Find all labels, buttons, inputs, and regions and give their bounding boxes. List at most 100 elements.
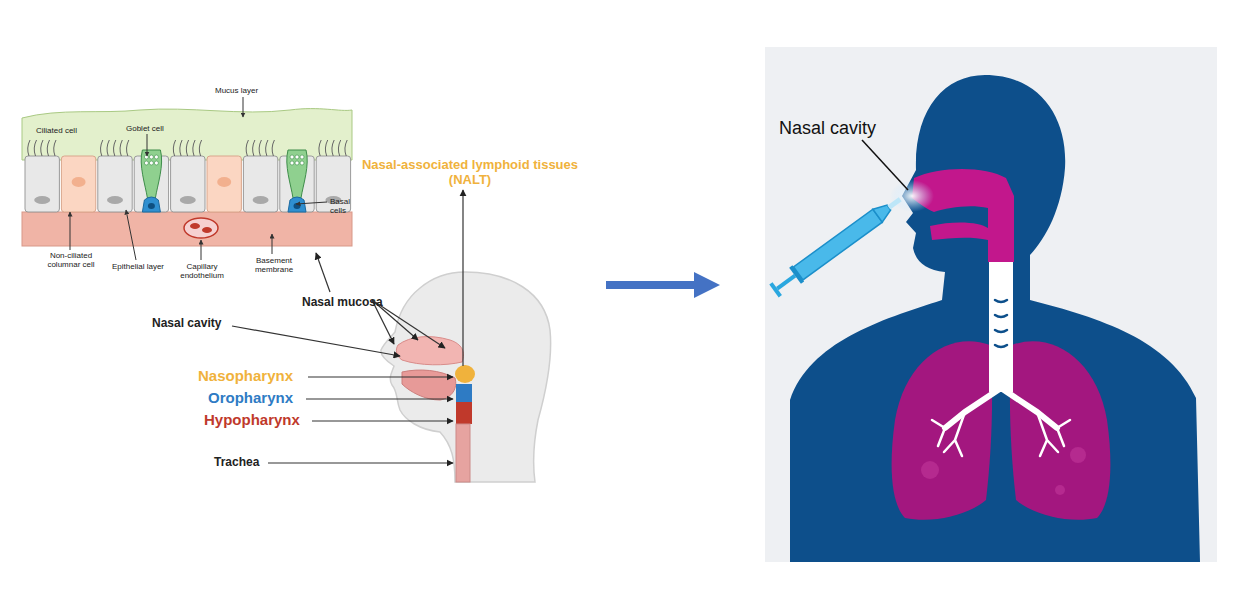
- right-lung: [1010, 341, 1110, 520]
- bronchiole: [932, 412, 965, 456]
- cilium: [127, 140, 129, 156]
- mucin-granule: [144, 155, 148, 159]
- transition-arrow: [606, 272, 720, 298]
- trachea-ring: [995, 300, 1007, 302]
- cilium: [41, 140, 43, 156]
- cell-label: Non-ciliated columnar cell: [40, 251, 102, 269]
- ciliated-cell: [25, 156, 59, 212]
- ciliated-cell: [243, 156, 277, 212]
- lung-spot: [1070, 447, 1086, 463]
- bronchioles: [932, 412, 1070, 456]
- mucin-granule: [290, 155, 294, 159]
- region-label: Trachea: [214, 456, 294, 470]
- plunger-rod: [776, 274, 796, 290]
- lung-spot: [921, 461, 939, 479]
- cilium: [332, 140, 334, 156]
- columnar-cell: [61, 156, 95, 212]
- mucin-granule: [154, 161, 158, 165]
- mucus-layer-label: Mucus layer: [215, 86, 285, 95]
- ciliated-cell: [171, 156, 205, 212]
- cilium: [319, 140, 321, 156]
- columnar-cell: [207, 156, 241, 212]
- goblet-cell: [287, 150, 307, 198]
- cell-nucleus: [72, 177, 86, 187]
- cilium: [101, 140, 103, 156]
- oral-cavity: [402, 370, 456, 400]
- leader-line: [462, 190, 463, 366]
- cilium: [47, 140, 49, 156]
- cilium: [107, 140, 109, 156]
- leader-line: [243, 97, 244, 117]
- spray-glow: [890, 180, 934, 212]
- oral-airway: [930, 222, 988, 240]
- nasal-syringe: [768, 191, 906, 299]
- tissue-label: Capillary endothelium: [176, 262, 228, 280]
- cell-label: Ciliated cell: [36, 126, 96, 135]
- leader-line: [296, 202, 327, 204]
- bronchus: [1001, 388, 1057, 428]
- mucin-granule: [149, 161, 153, 165]
- red-blood-cell: [190, 223, 200, 229]
- trachea-rings: [995, 300, 1007, 347]
- mucin-granule: [149, 155, 153, 159]
- leader-line: [126, 210, 136, 260]
- spray-nozzle: [887, 197, 901, 209]
- goblet-cell: [141, 150, 161, 198]
- cilium: [345, 140, 347, 156]
- red-blood-cell: [202, 227, 212, 233]
- layer-label: Epithelial layer: [112, 262, 182, 271]
- capillary: [184, 218, 218, 238]
- trachea-ring: [995, 315, 1007, 317]
- pharynx-label: Oropharynx: [208, 389, 328, 406]
- oropharynx-region: [456, 384, 472, 402]
- leader-line: [306, 398, 453, 399]
- basal-cell: [288, 197, 306, 212]
- epithelial-cells: [25, 140, 351, 212]
- region-label: Nasal mucosa: [302, 296, 402, 310]
- mucin-granule: [144, 161, 148, 165]
- nasal-cavity-shape: [396, 337, 463, 365]
- cell-nucleus: [148, 203, 155, 209]
- cilium: [34, 140, 36, 156]
- leader-line: [147, 134, 148, 156]
- cell-label: Basal cells: [330, 197, 360, 215]
- pharynx-label: Nasopharynx: [198, 367, 318, 384]
- cilium: [338, 140, 340, 156]
- basal-cell: [142, 197, 160, 212]
- trachea: [989, 262, 1013, 392]
- left-lung: [892, 341, 992, 520]
- leader-line: [308, 376, 453, 377]
- leader-line: [70, 212, 71, 250]
- leader-line: [232, 326, 400, 356]
- cilium: [325, 140, 327, 156]
- cilium: [173, 140, 175, 156]
- syringe-barrel: [794, 209, 883, 280]
- basement-membrane: [22, 212, 352, 246]
- trachea-tube: [456, 424, 470, 482]
- cell-nucleus: [253, 196, 269, 204]
- leader-line: [316, 253, 330, 292]
- pharynx-label: Hypopharynx: [204, 411, 324, 428]
- mucin-granule: [300, 161, 304, 165]
- cilium: [246, 140, 248, 156]
- leader-line: [312, 420, 453, 421]
- cilium: [272, 140, 274, 156]
- mucin-granule: [295, 161, 299, 165]
- cilium: [180, 140, 182, 156]
- bronchus: [945, 388, 1001, 428]
- lung-spot: [1055, 485, 1065, 495]
- cilium: [120, 140, 122, 156]
- region-label: Nasal cavity: [152, 317, 242, 331]
- trachea-ring: [995, 345, 1007, 347]
- cilium: [54, 140, 56, 156]
- cell-nucleus: [107, 196, 123, 204]
- cell-label: Goblet cell: [126, 124, 186, 133]
- cilium: [266, 140, 268, 156]
- mucin-granule: [295, 155, 299, 159]
- leader-line: [268, 462, 453, 463]
- trachea-ring: [995, 330, 1007, 332]
- cilium: [259, 140, 261, 156]
